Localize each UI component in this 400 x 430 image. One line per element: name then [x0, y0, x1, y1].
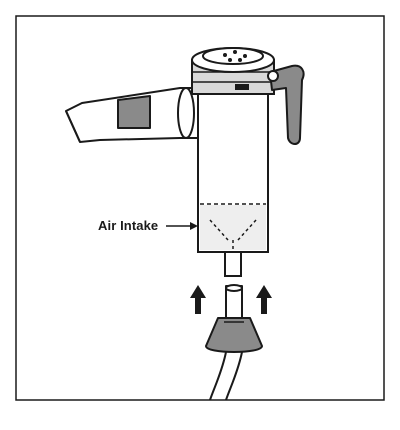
air-tubing-icon	[205, 284, 263, 401]
nebulizer-chamber	[197, 91, 269, 277]
air-intake-pointer	[166, 222, 198, 230]
arrow-up-icon	[190, 285, 206, 314]
chamber-cap	[191, 47, 275, 95]
mouthpiece	[65, 87, 201, 143]
air-intake-label: Air Intake	[98, 218, 159, 233]
arrow-up-icon	[256, 285, 272, 314]
handle-clip	[267, 64, 305, 145]
diagram-border	[15, 15, 385, 401]
